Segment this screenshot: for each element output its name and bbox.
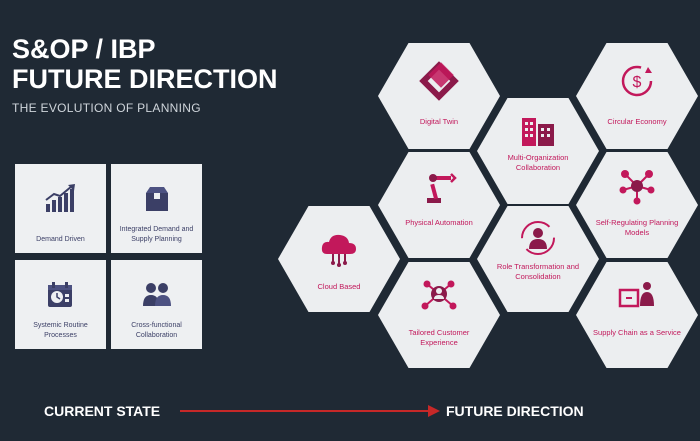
people-collaboration-icon — [142, 283, 171, 306]
hex-label: Multi-Organization Collaboration — [507, 153, 569, 172]
tile-systemic-processes: Systemic Routine Processes — [15, 260, 106, 349]
hex-label: Digital Twin — [419, 117, 459, 126]
current-state-label: CURRENT STATE — [44, 403, 161, 419]
hex-supply-chain-service: Supply Chain as a Service — [576, 262, 698, 368]
hex-label: Supply Chain as a Service — [593, 328, 681, 337]
hex-physical-automation: Physical Automation — [378, 152, 500, 258]
tile-cross-functional: Cross-functional Collaboration — [111, 260, 202, 349]
calendar-clock-icon — [47, 282, 72, 307]
network-nodes-icon — [619, 170, 655, 205]
tile-label: Integrated Demand and Supply Planning — [119, 226, 194, 243]
person-cycle-icon — [521, 221, 555, 255]
subtitle: THE EVOLUTION OF PLANNING — [12, 101, 201, 115]
title-line-1: S&OP / IBP — [12, 34, 156, 64]
hex-role-transformation: Role Transformation and Consolidation — [477, 206, 599, 312]
cloud-icon — [321, 234, 356, 267]
growth-chart-icon — [44, 184, 75, 212]
hex-circular-economy: $ Circular Economy — [576, 43, 698, 149]
tile-demand-driven: Demand Driven — [15, 164, 106, 253]
hex-label: Role Transformation and Consolidation — [496, 262, 580, 281]
progression-arrow-icon — [180, 405, 440, 417]
hex-label: Physical Automation — [405, 218, 473, 227]
hex-label: Circular Economy — [607, 117, 667, 126]
circular-dollar-icon: $ — [621, 65, 653, 97]
hex-self-regulating: Self-Regulating Planning Models — [576, 152, 698, 258]
hex-tailored-customer: Tailored Customer Experience — [378, 262, 500, 368]
tile-label: Systemic Routine Processes — [33, 322, 88, 339]
robot-arm-icon — [427, 173, 457, 203]
digital-twin-icon — [419, 61, 459, 101]
hex-digital-twin: Digital Twin — [378, 43, 500, 149]
hex-label: Self-Regulating Planning Models — [595, 218, 679, 237]
tile-integrated-planning: Integrated Demand and Supply Planning — [111, 164, 202, 253]
hex-label: Cloud Based — [317, 282, 361, 291]
hex-cloud-based: Cloud Based — [278, 206, 400, 312]
title-line-2: FUTURE DIRECTION — [12, 64, 278, 94]
package-box-icon — [145, 187, 168, 211]
supply-service-icon — [618, 282, 654, 308]
hex-multi-organization: Multi-Organization Collaboration — [477, 98, 599, 204]
buildings-icon — [522, 118, 554, 146]
tile-label: Cross-functional Collaboration — [131, 322, 182, 339]
hex-label: Tailored Customer Experience — [408, 328, 470, 347]
tile-label: Demand Driven — [36, 236, 85, 243]
future-direction-label: FUTURE DIRECTION — [446, 403, 584, 419]
svg-text:$: $ — [633, 74, 642, 91]
customer-network-icon — [421, 280, 457, 310]
